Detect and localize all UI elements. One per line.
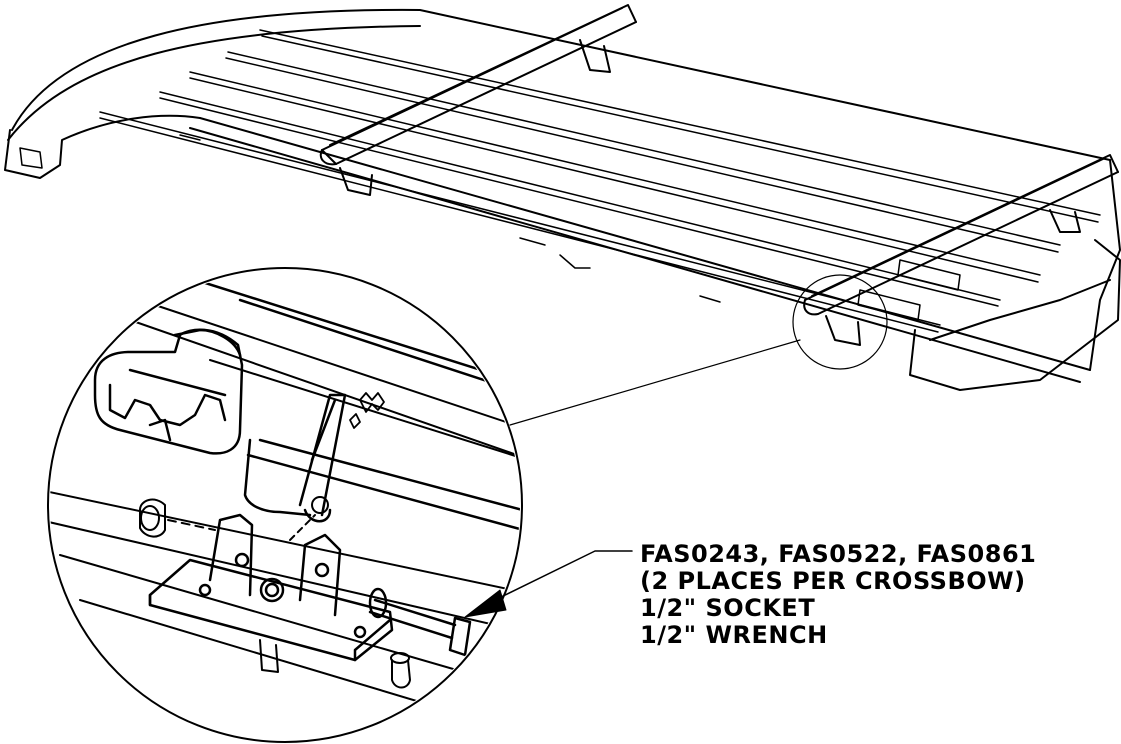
roof-panel <box>4 8 1121 391</box>
leader-arrow-icon <box>464 589 507 618</box>
hardware-marks <box>19 134 721 303</box>
bolt <box>368 587 472 657</box>
callout-leader-line <box>494 550 633 601</box>
callout-line-socket: 1/2" SOCKET <box>640 594 816 622</box>
callout-line-part-numbers: FAS0243, FAS0522, FAS0861 <box>640 540 1037 568</box>
front-crossbow <box>319 4 637 196</box>
detail-leader-line <box>509 339 801 426</box>
callout-line-wrench: 1/2" WRENCH <box>640 621 828 649</box>
nut <box>139 498 316 541</box>
fastener-callout: FAS0243, FAS0522, FAS0861 (2 PLACES PER … <box>640 541 1036 649</box>
crossbow-leg <box>243 393 347 523</box>
base-bracket <box>148 513 394 662</box>
rear-crossbow <box>803 154 1119 346</box>
callout-line-places: (2 PLACES PER CROSSBOW) <box>640 567 1026 595</box>
serrated-washer <box>349 392 385 429</box>
lower-fasteners <box>259 639 411 689</box>
detail-circle <box>47 267 523 743</box>
detail-reference-circle <box>792 274 888 370</box>
roof-ribs <box>99 29 1101 333</box>
